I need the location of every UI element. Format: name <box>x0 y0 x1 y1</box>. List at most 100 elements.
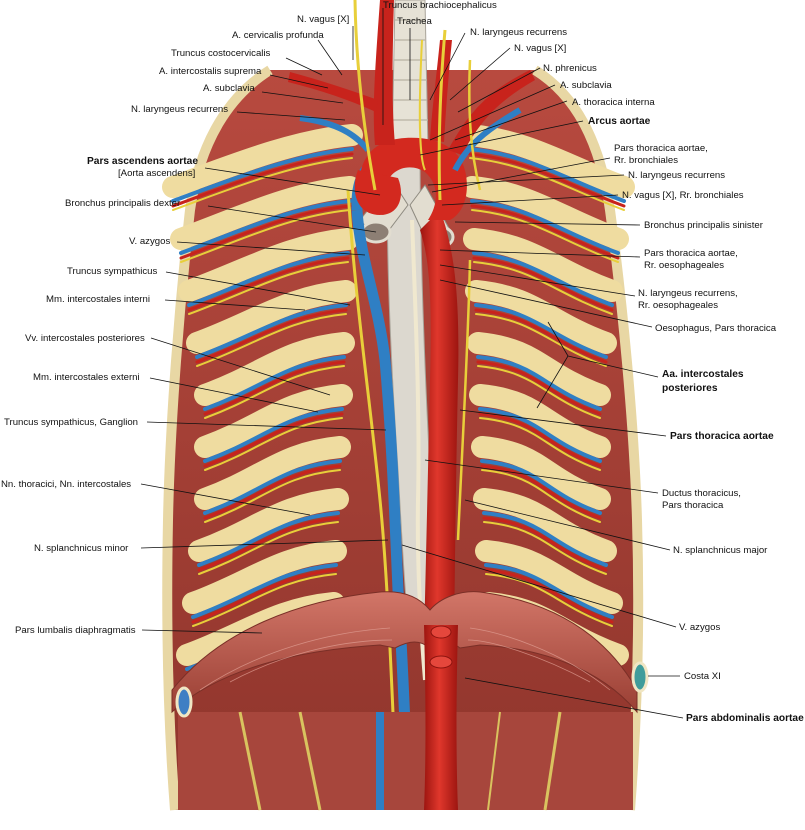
label-a-cervicalis-profunda: A. cervicalis profunda <box>232 30 324 41</box>
label-pars-thoracica-bronchiales-1: Pars thoracica aortae, <box>614 143 708 154</box>
n-vagus-left <box>437 29 447 201</box>
label-n-laryngeus-oesophageales-2: Rr. oesophageales <box>638 300 718 311</box>
v-intercostalis-left <box>171 147 354 203</box>
v-intercostalis-right <box>478 407 602 463</box>
n-intercostalis-left <box>172 157 353 211</box>
a-intercostalis-left <box>191 568 338 624</box>
truncus-sympathicus-left <box>346 189 397 761</box>
a-intercostalis-left <box>197 516 340 572</box>
diaphragm-fibers <box>199 627 611 691</box>
label-a-subclavia-right: A. subclavia <box>203 83 255 94</box>
rib-right <box>467 332 611 406</box>
rib-left <box>194 384 353 458</box>
a-intercostalis-right <box>484 568 614 624</box>
leader-lines <box>140 8 684 719</box>
v-intercostalis-left <box>179 199 352 255</box>
n-intercostalis-right <box>479 417 601 471</box>
label-a-subclavia-left: A. subclavia <box>560 80 612 91</box>
label-pars-thoracica-oesophageales-1: Pars thoracica aortae, <box>644 248 738 259</box>
rib-left <box>194 436 351 510</box>
costa-xi-marker-right <box>631 661 649 693</box>
rib-right <box>465 280 617 354</box>
pars-ascendens-aortae <box>354 170 401 215</box>
label-aa-intercostales-1: Aa. intercostales <box>662 369 744 380</box>
diaphragm <box>171 591 638 714</box>
label-trachea: Trachea <box>397 16 433 27</box>
v-intercostalis-left <box>203 407 344 463</box>
n-intercostalis-left <box>204 417 343 471</box>
a-intercostalis-right <box>482 516 608 572</box>
rib-left <box>188 488 349 562</box>
rib-right <box>471 436 611 510</box>
a-mesenterica-cut <box>429 655 453 669</box>
a-intercostalis-right <box>472 256 614 312</box>
v-intercostalis-right <box>470 199 620 255</box>
label-pars-thoracica-aortae: Pars thoracica aortae <box>670 431 774 442</box>
n-intercostalis-right <box>469 157 625 211</box>
n-intercostalis-left <box>180 209 351 263</box>
n-intercostalis-right <box>475 313 607 367</box>
a-intercostalis-left <box>187 256 350 312</box>
n-intercostalis-right <box>481 469 601 523</box>
rib-right <box>459 124 635 198</box>
n-intercostalis-left <box>204 365 345 419</box>
v-intercostalis-right <box>472 251 614 307</box>
label-n-splanchnicus-major: N. splanchnicus major <box>673 545 768 556</box>
pars-abdominalis-aortae-vessel <box>424 625 458 810</box>
label-pars-abdominalis-aortae: Pars abdominalis aortae <box>686 713 804 724</box>
rib-left <box>182 540 347 614</box>
n-intercostalis-right <box>471 209 619 263</box>
label-mm-intercostales-interni: Mm. intercostales interni <box>46 294 150 305</box>
v-intercostalis-left <box>187 251 350 307</box>
label-ductus-thoracicus-2: Pars thoracica <box>662 500 724 511</box>
n-intercostalis-right <box>485 573 613 627</box>
label-truncus-sympathicus: Truncus sympathicus <box>67 266 157 277</box>
label-costa-xi: Costa XI <box>684 671 721 682</box>
v-intercostalis-left <box>203 459 342 515</box>
v-azygos <box>351 209 414 801</box>
n-phrenicus-left <box>468 59 482 191</box>
n-intercostalis-left <box>192 573 337 627</box>
label-pars-lumbalis-diaphragmatis: Pars lumbalis diaphragmatis <box>15 625 136 636</box>
truncus-coeliacus-cut <box>430 625 452 639</box>
n-intercostalis-right <box>483 521 607 575</box>
rib-right <box>461 176 629 250</box>
aorta-thoracica <box>420 210 459 640</box>
v-intercostalis-right <box>482 511 608 567</box>
n-intercostalis-left <box>188 261 349 315</box>
a-intercostalis-right <box>468 152 626 208</box>
label-pars-thoracica-bronchiales-2: Rr. bronchiales <box>614 155 678 166</box>
a-intercostalis-right <box>480 464 602 520</box>
v-intercostalis-left <box>195 303 348 359</box>
truncus-brachiocephalicus-vessel <box>373 0 395 145</box>
v-intercostalis-right <box>480 459 602 515</box>
label-n-vagus-bronchiales: N. vagus [X], Rr. bronchiales <box>622 190 744 201</box>
label-ductus-thoracicus-1: Ductus thoracicus, <box>662 488 741 499</box>
v-intercostalis-right <box>468 147 626 203</box>
label-pars-ascendens-aortae: Pars ascendens aortae <box>87 156 198 167</box>
label-n-phrenicus: N. phrenicus <box>543 63 597 74</box>
n-laryngeus-recurrens <box>418 39 426 171</box>
v-intercostalis-right <box>484 563 614 619</box>
rib-left <box>194 332 355 406</box>
label-bronchus-principalis-dexter: Bronchus principalis dexter <box>65 198 181 209</box>
rib-right <box>463 228 623 302</box>
rib-left <box>162 124 363 198</box>
n-intercostalis-right <box>473 261 613 315</box>
label-truncus-sympathicus-ganglion: Truncus sympathicus, Ganglion <box>4 417 138 428</box>
a-subclavia-right-vessel <box>288 72 378 112</box>
label-v-azygos-lower: V. azygos <box>679 622 720 633</box>
rib-left <box>178 228 359 302</box>
v-intercostalis-right <box>476 355 602 411</box>
label-mm-intercostales-externi: Mm. intercostales externi <box>33 372 140 383</box>
rib-left <box>186 280 357 354</box>
label-aa-intercostales-2: posteriores <box>662 383 718 394</box>
n-intercostalis-left <box>198 521 339 575</box>
label-arcus-aortae: Arcus aortae <box>588 116 651 127</box>
label-a-thoracica-interna: A. thoracica interna <box>572 97 655 108</box>
label-a-intercostalis-suprema: A. intercostalis suprema <box>159 66 262 77</box>
label-n-laryngeus-recurrens-right: N. laryngeus recurrens <box>131 104 228 115</box>
a-intercostalis-right <box>478 412 602 468</box>
label-n-splanchnicus-minor: N. splanchnicus minor <box>34 543 129 554</box>
